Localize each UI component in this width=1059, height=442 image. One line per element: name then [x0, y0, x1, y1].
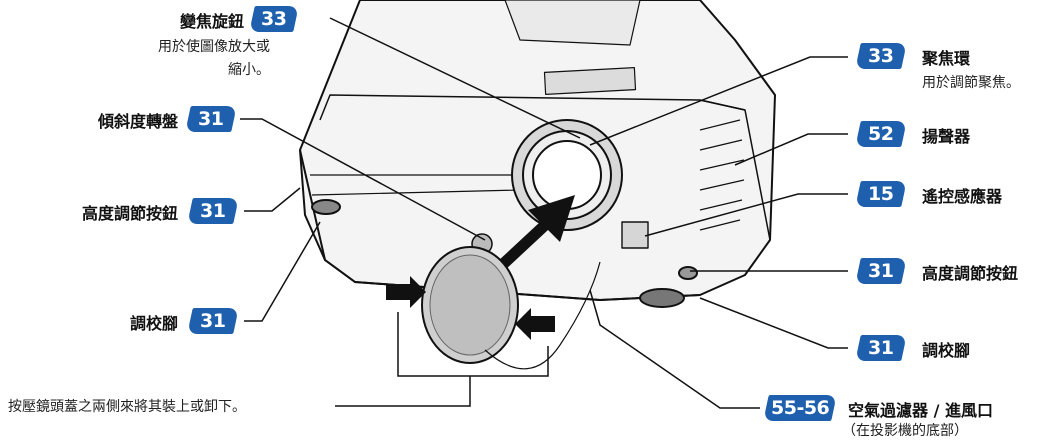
insert-arrow — [497, 195, 575, 270]
lens — [511, 119, 623, 231]
leader-lines — [240, 17, 848, 409]
speaker-title: 揚聲器 — [922, 127, 971, 146]
adjust-foot-left-page-badge: 31 — [187, 308, 239, 334]
squeeze-arrow-right — [515, 308, 555, 340]
focus-ring-desc: 用於調節聚焦。 — [922, 75, 1020, 91]
zoom-knob-desc-2: 縮小。 — [228, 62, 270, 78]
height-button-left-title: 高度調節按鈕 — [81, 204, 178, 223]
lens-cap-bracket — [335, 312, 549, 407]
focus-ring-title: 聚焦環 — [922, 49, 971, 68]
remote-sensor-page-badge: 15 — [855, 181, 907, 207]
lens-cap — [421, 246, 601, 370]
zoom-knob-page-badge: 33 — [249, 6, 299, 32]
remote-sensor-title: 遙控感應器 — [922, 187, 1003, 206]
air-filter-title: 空氣過濾器 / 進風口 — [848, 401, 993, 420]
adjust-foot-right-title: 調校腳 — [922, 341, 971, 360]
air-filter-page-badge: 55-56 — [763, 395, 837, 421]
height-button-left-page-badge: 31 — [187, 198, 239, 224]
height-button-right-title: 高度調節按鈕 — [922, 264, 1019, 283]
speaker-page-badge: 52 — [855, 121, 907, 147]
tilt-dial-title: 傾斜度轉盤 — [97, 112, 178, 131]
lens-cap-note: 按壓鏡頭蓋之兩側來將其裝上或卸下。 — [8, 399, 246, 415]
zoom-knob-title: 變焦旋鈕 — [179, 12, 244, 31]
adjust-foot-left-title: 調校腳 — [129, 314, 178, 333]
height-button-right-page-badge: 31 — [855, 258, 907, 284]
squeeze-arrow-left — [386, 276, 426, 308]
tilt-dial-page-badge: 31 — [185, 106, 237, 132]
air-filter-desc: （在投影機的底部） — [842, 423, 968, 439]
zoom-knob-desc-1: 用於使圖像放大或 — [158, 39, 270, 55]
focus-ring-page-badge: 33 — [855, 43, 907, 69]
adjust-foot-right-page-badge: 31 — [855, 335, 907, 361]
